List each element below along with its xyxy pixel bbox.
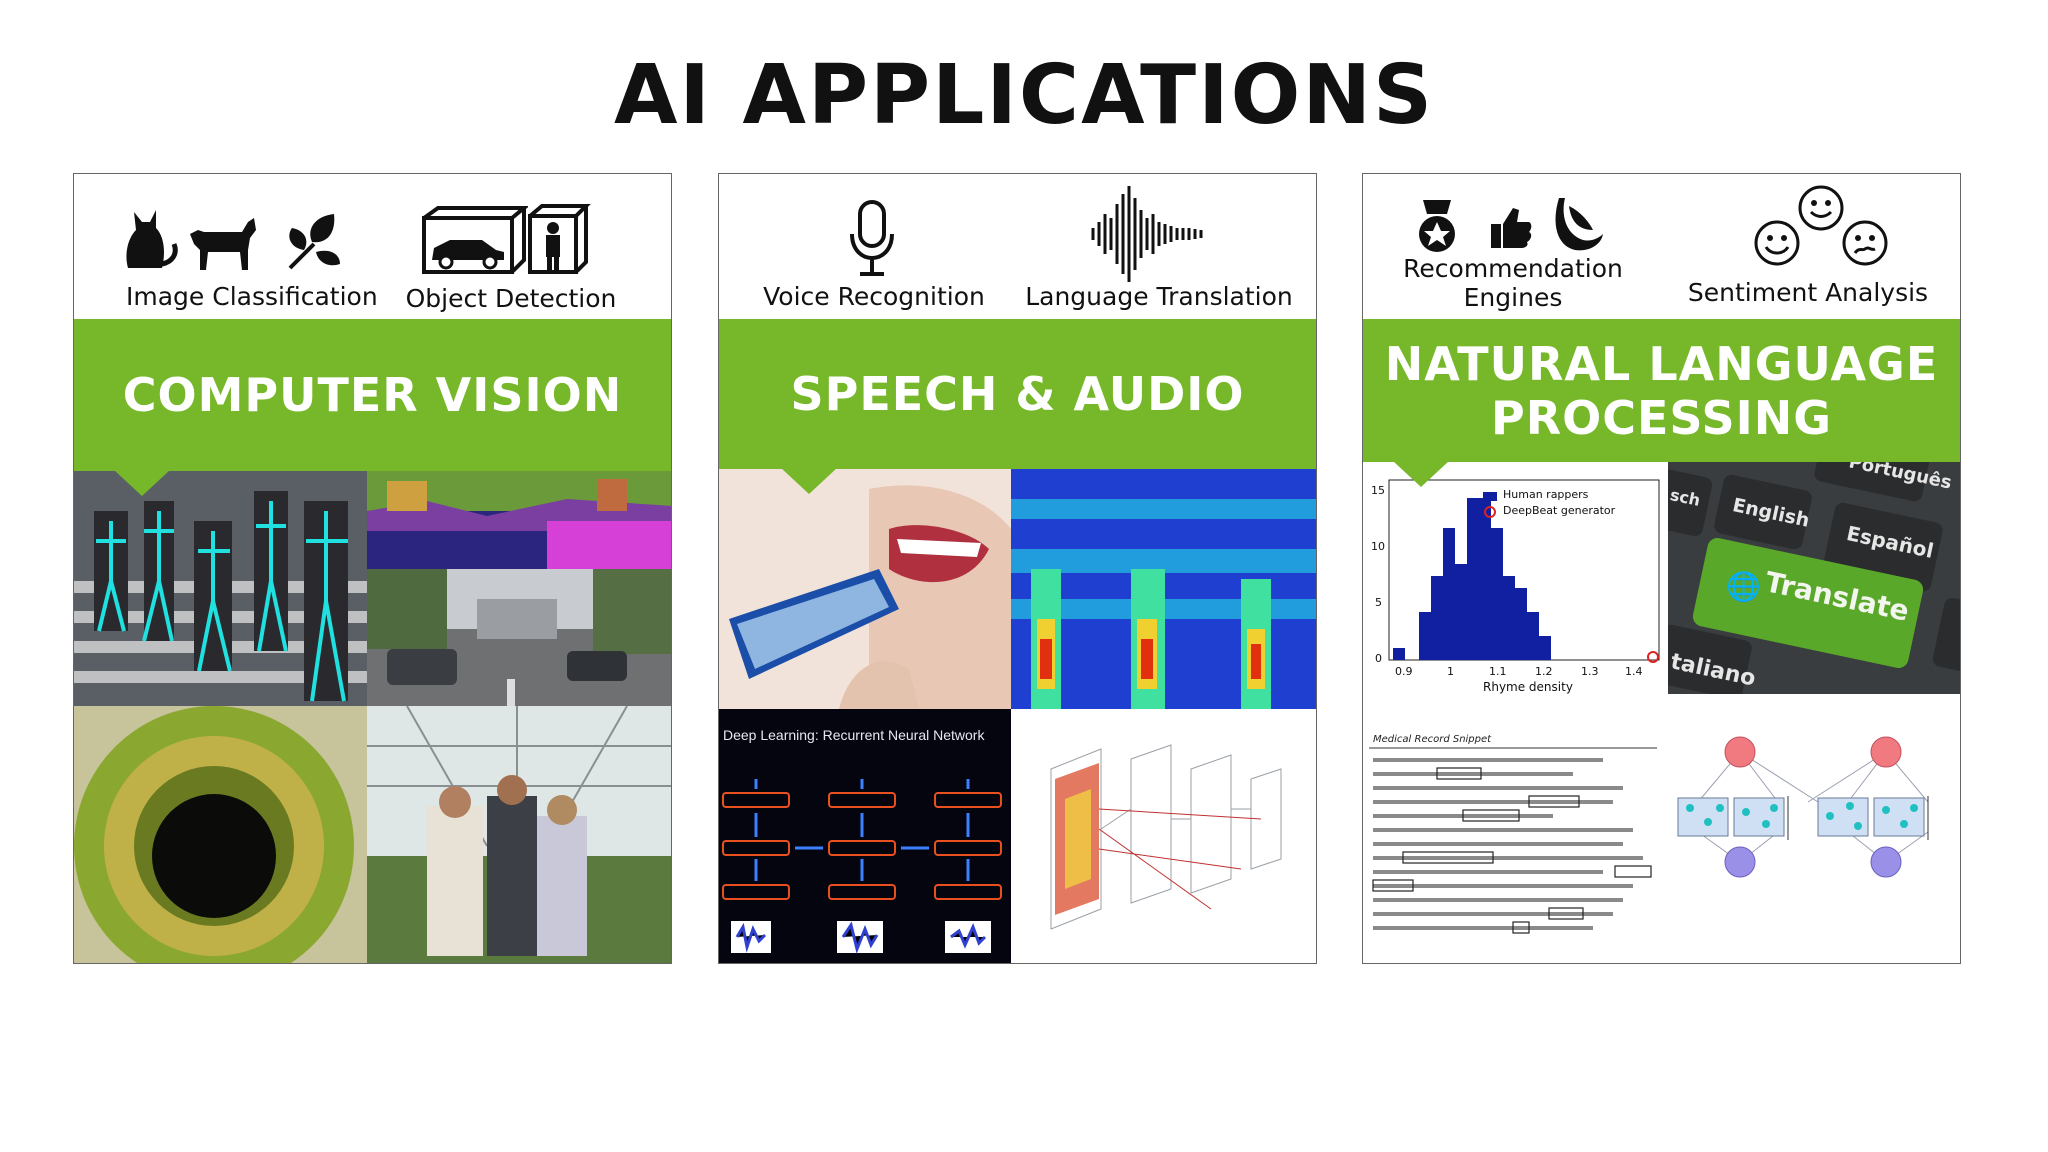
microphone-icon [850,200,894,276]
recommendation-caption-line1: Recommendation [1403,254,1623,283]
y-tick-0: 0 [1375,652,1382,665]
network-architecture-diagram [1011,709,1316,963]
dog-icon [190,218,256,270]
banner-pointer [1393,461,1449,487]
rnn-diagram: Deep Learning: Recurrent Neural Network [719,709,1011,963]
car-bounding-box-icon [422,206,528,274]
sound-wave-icon [1091,186,1203,282]
x-tick-1-1: 1.1 [1489,665,1507,678]
y-tick-5: 5 [1375,596,1382,609]
voice-recognition-caption: Voice Recognition [763,282,985,311]
banana-icon [1555,198,1603,251]
leaf-icon [288,214,340,270]
object-detection-caption: Object Detection [405,284,617,313]
spectrogram-image [1011,469,1316,709]
legend-deepbeat: DeepBeat generator [1503,504,1616,517]
rnn-title: Deep Learning: Recurrent Neural Network [723,727,985,743]
medical-record-title: Medical Record Snippet [1373,734,1492,745]
recommendation-caption-line2: Engines [1463,283,1563,312]
greenhouse-farmers-photo [367,706,671,963]
x-axis-label: Rhyme density [1483,680,1573,694]
computer-vision-panel: Image Classification Object Detection CO… [73,173,672,964]
sad-face-icon [1842,220,1888,266]
happy-face-icon [1754,220,1800,266]
nlp-icons-row: Recommendation Engines Sentiment Analysi… [1363,174,1960,319]
phone-voice-photo [719,469,1011,709]
speech-icons-row: Voice Recognition Language Translation [719,174,1316,319]
speech-audio-panel: Voice Recognition Language Translation S… [718,173,1317,964]
nlp-banner: NATURAL LANGUAGE PROCESSING [1363,319,1960,462]
recommendation-engines-caption: Recommendation Engines [1383,254,1643,312]
nlp-title-line2: PROCESSING [1491,390,1832,445]
street-scene-photo [367,569,671,706]
x-tick-1-4: 1.4 [1625,665,1643,678]
speech-audio-banner: SPEECH & AUDIO [719,319,1316,469]
computer-vision-title: COMPUTER VISION [122,368,623,422]
x-tick-1-2: 1.2 [1535,665,1553,678]
cat-icon [126,210,178,268]
graph-neural-diagram [1668,712,1960,963]
nlp-title-line1: NATURAL LANGUAGE [1384,336,1939,391]
nlp-panel: Recommendation Engines Sentiment Analysi… [1362,173,1961,964]
language-translation-caption: Language Translation [1025,282,1293,311]
medal-icon [1419,200,1455,252]
smile-face-icon [1798,185,1844,231]
cv-icons-row: Image Classification Object Detection [74,174,671,319]
thumbs-up-icon [1491,208,1532,248]
semantic-segmentation-photo [367,471,671,569]
banner-pointer [114,470,170,496]
banner-pointer [781,468,837,494]
pose-estimation-photo [74,471,367,706]
x-tick-1: 1 [1447,665,1454,678]
x-tick-1-3: 1.3 [1581,665,1599,678]
medical-record-snippet: Medical Record Snippet [1363,712,1668,963]
globe-icon: 🌐 [1726,570,1761,603]
speech-audio-title: SPEECH & AUDIO [790,367,1245,421]
computer-vision-banner: COMPUTER VISION [74,319,671,471]
legend-human-rappers: Human rappers [1503,488,1589,501]
y-tick-10: 10 [1371,540,1385,553]
rhyme-density-histogram: Human rappers DeepBeat generator 15 10 5… [1363,462,1668,712]
translate-keyboard-photo: Português sch English Español 🌐 Translat… [1668,462,1960,694]
sentiment-analysis-caption: Sentiment Analysis [1687,278,1929,307]
x-tick-0-9: 0.9 [1395,665,1413,678]
image-classification-caption: Image Classification [126,282,378,311]
page-title: AI APPLICATIONS [613,48,1435,143]
iris-closeup-photo [74,706,367,963]
person-bounding-box-icon [528,204,591,274]
y-tick-15: 15 [1371,484,1385,497]
